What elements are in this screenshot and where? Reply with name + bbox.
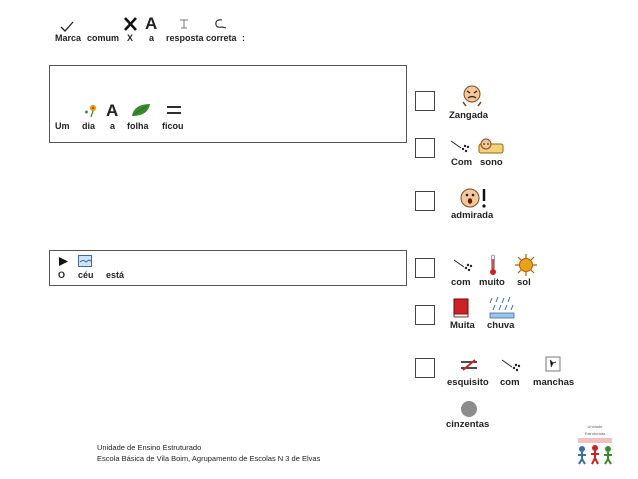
option-word: Muita	[450, 320, 475, 331]
sentence-word: a	[110, 121, 116, 131]
option-word: sol	[517, 277, 531, 288]
option-word: chuva	[487, 320, 515, 331]
svg-text:Unidade: Unidade	[588, 424, 604, 429]
option-word: muito	[479, 277, 505, 288]
sentence-box-1	[49, 65, 407, 143]
option-word: sono	[480, 157, 503, 168]
flower-icon	[85, 104, 97, 118]
thermometer-icon	[490, 254, 496, 275]
letter-a-icon: A	[106, 101, 119, 120]
sleep-icon	[478, 138, 504, 154]
with-dots-icon	[501, 359, 521, 372]
letter-a-icon: A	[145, 14, 158, 33]
equals-icon	[167, 106, 181, 114]
grey-circle-icon	[461, 401, 477, 417]
footer-line-2: Escola Básica de Vila Boim, Agrupamento …	[97, 454, 321, 463]
option-word: cinzentas	[446, 419, 490, 430]
option-word: manchas	[533, 377, 575, 388]
instruction-word: X	[127, 33, 134, 43]
answer-checkbox-3[interactable]	[415, 191, 435, 211]
svg-text:Estruturada: Estruturada	[585, 431, 606, 436]
sentence-word: está	[106, 270, 125, 280]
sentence-box-2	[49, 250, 407, 286]
option-word: Zangada	[449, 110, 489, 121]
red-book-icon	[453, 298, 469, 318]
leaf-icon	[132, 104, 150, 116]
sky-icon	[78, 255, 92, 267]
checkmark-icon	[60, 21, 74, 32]
option-word: com	[500, 377, 520, 388]
instruction-word: a	[149, 33, 155, 43]
sentence-word: folha	[127, 121, 149, 131]
not-equal-icon	[461, 359, 477, 371]
sentence-word: Um	[55, 121, 70, 131]
answer-checkbox-6[interactable]	[415, 358, 435, 378]
rain-icon	[489, 296, 515, 319]
instruction-word: correta	[206, 33, 237, 43]
with-dots-icon	[453, 259, 473, 272]
option-word: com	[451, 277, 471, 288]
footer-line-1: Unidade de Ensino Estruturado	[97, 443, 202, 452]
sentence-word: céu	[78, 270, 94, 280]
answer-checkbox-2[interactable]	[415, 138, 435, 158]
answer-checkbox-1[interactable]	[415, 91, 435, 111]
option-word: admirada	[451, 210, 494, 221]
instruction-word: comum	[87, 33, 120, 43]
instruction-word: Marca	[55, 33, 82, 43]
instruction-word: :	[242, 33, 245, 43]
play-arrow-icon	[59, 257, 68, 266]
spots-icon	[545, 356, 561, 372]
x-mark-icon	[124, 17, 137, 31]
sentence-word: O	[58, 270, 66, 280]
with-dots-icon	[450, 140, 470, 153]
answer-icon	[180, 19, 188, 29]
sun-icon	[515, 254, 537, 276]
answer-checkbox-5[interactable]	[415, 305, 435, 325]
sentence-word: ficou	[162, 121, 184, 131]
correct-icon	[215, 19, 227, 29]
option-word: esquisito	[447, 377, 489, 388]
option-word: Com	[451, 157, 473, 168]
angry-face-icon	[462, 85, 482, 107]
surprised-face-icon	[460, 188, 486, 208]
answer-checkbox-4[interactable]	[415, 258, 435, 278]
sentence-word: dia	[82, 121, 96, 131]
instruction-word: resposta	[166, 33, 204, 43]
school-logo-icon: Unidade Estruturada	[578, 424, 612, 465]
